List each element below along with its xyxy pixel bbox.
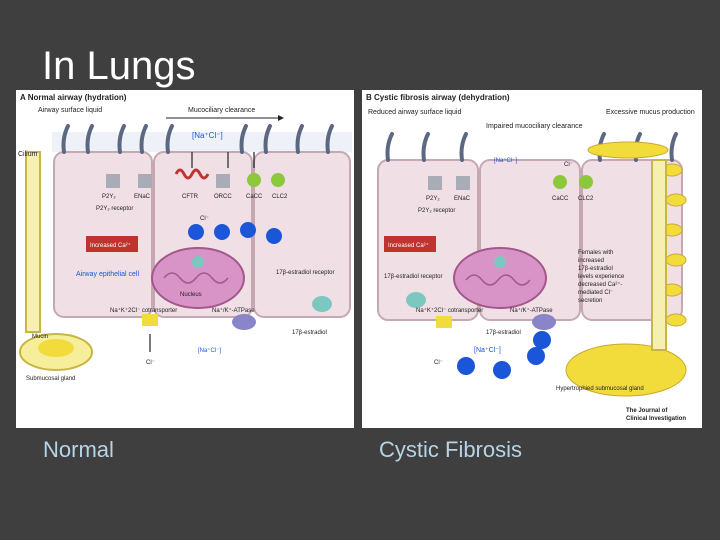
panel-cystic-fibrosis-airway: B Cystic fibrosis airway (dehydration) R… — [362, 90, 702, 428]
cf-cl-label: Cl⁻ — [564, 162, 573, 168]
cf-clc2-channel — [579, 175, 593, 189]
cacc-channel — [247, 173, 261, 187]
cotransporter-label: Na⁺K⁺2Cl⁻ cotransporter — [110, 307, 177, 314]
cf-channel-label-p2y2: P2Y₂ — [426, 196, 440, 202]
hypertrophied-gland-label: Hypertrophied submucosal gland — [556, 386, 644, 392]
cotransporter — [142, 314, 158, 326]
gland-duct — [26, 152, 40, 332]
mucociliary-clearance-label: Mucociliary clearance — [188, 107, 255, 114]
cl-label-1: Cl⁻ — [200, 216, 209, 222]
females-text-line-6: mediated Cl⁻ — [578, 290, 613, 296]
cf-increased-ca-label: Increased Ca²⁺ — [388, 242, 429, 249]
cf-receptor-in-nucleus — [494, 256, 506, 268]
receptor-in-nucleus — [192, 256, 204, 268]
cf-p2y2-channel — [428, 176, 442, 190]
cl-label-bottom: Cl⁻ — [146, 360, 155, 366]
p2y2-receptor-label: P2Y₂ receptor — [96, 206, 133, 212]
cf-channel-label-clc2: CLC2 — [578, 196, 594, 202]
panel-a-title: A Normal airway (hydration) — [20, 93, 127, 102]
caption-normal: Normal — [43, 437, 114, 463]
atpase-label: Na⁺/K⁺-ATPase — [212, 307, 255, 314]
panel-normal-airway: A Normal airway (hydration) Airway surfa… — [16, 90, 354, 428]
slide-title: In Lungs — [42, 44, 195, 89]
females-text-line-7: secretion — [578, 298, 602, 304]
estradiol-label: 17β-estradiol — [292, 330, 327, 336]
airway-figure: A Normal airway (hydration) Airway surfa… — [16, 90, 702, 428]
excessive-mucus-label: Excessive mucus production — [606, 109, 695, 116]
females-text-line-4: levels experience — [578, 274, 625, 280]
atpase-pump — [232, 314, 256, 330]
cf-p2y2-receptor-label: P2Y₂ receptor — [418, 208, 455, 214]
orcc-channel — [216, 174, 230, 188]
panel-b-title: B Cystic fibrosis airway (dehydration) — [366, 93, 510, 102]
cf-estradiol-receptor — [406, 292, 426, 308]
submucosal-gland-label: Submucosal gland — [26, 376, 75, 382]
cf-channel-label-cacc: CaCC — [552, 196, 569, 202]
cilium-label: Cilium — [18, 151, 38, 158]
caption-cystic-fibrosis: Cystic Fibrosis — [379, 437, 522, 463]
mucin-label: Mucin — [32, 334, 48, 340]
channel-label-cacc: CaCC — [246, 194, 263, 200]
cf-bottom-nacl-label: [Na⁺Cl⁻] — [474, 347, 501, 354]
journal-name-line-2: Clinical Investigation — [626, 416, 686, 422]
females-text-line-3: 17β-estradiol — [578, 266, 613, 272]
females-text-line-5: decreased Ca²⁺- — [578, 281, 623, 288]
reduced-asl-label: Reduced airway surface liquid — [368, 109, 461, 116]
channel-label-orcc: ORCC — [214, 194, 232, 200]
cf-channel-label-enac: ENaC — [454, 196, 471, 202]
cf-cotransporter-label: Na⁺K⁺2Cl⁻ cotransporter — [416, 307, 483, 314]
enac-channel — [138, 174, 152, 188]
bottom-nacl-label: [Na⁺Cl⁻] — [198, 347, 221, 354]
airway-surface-liquid-label: Airway surface liquid — [38, 107, 102, 114]
cf-estradiol-receptor-label: 17β-estradiol receptor — [384, 274, 442, 280]
cf-gland-duct — [652, 160, 666, 350]
females-text-line-2: increased — [578, 258, 604, 264]
estradiol-receptor — [312, 296, 332, 312]
p2y2-channel — [106, 174, 120, 188]
cf-atpase-pump — [532, 314, 556, 330]
cf-estradiol-label: 17β-estradiol — [486, 330, 521, 336]
channel-label-enac: ENaC — [134, 194, 151, 200]
channel-label-p2y2: P2Y₂ — [102, 194, 116, 200]
estradiol-receptor-label: 17β-estradiol receptor — [276, 270, 334, 276]
airway-epithelial-cell-label: Airway epithelial cell — [76, 271, 139, 278]
cf-cotransporter — [436, 316, 452, 328]
nacl-label: [Na⁺Cl⁻] — [192, 131, 223, 140]
cf-atpase-label: Na⁺/K⁺-ATPase — [510, 307, 553, 314]
channel-label-clc2: CLC2 — [272, 194, 288, 200]
impaired-clearance-label: Impaired mucociliary clearance — [486, 123, 583, 130]
cf-cl-bottom-label: Cl⁻ — [434, 360, 443, 366]
cf-nacl-label: [Na⁺Cl⁻] — [494, 157, 517, 164]
cell-left — [54, 152, 152, 317]
increased-ca-label: Increased Ca²⁺ — [90, 242, 131, 249]
clc2-channel — [271, 173, 285, 187]
cf-cacc-channel — [553, 175, 567, 189]
journal-name-line-1: The Journal of — [626, 408, 668, 414]
cf-enac-channel — [456, 176, 470, 190]
channel-label-cftr: CFTR — [182, 194, 199, 200]
nucleus-label: Nucleus — [180, 292, 202, 298]
females-text-line-1: Females with — [578, 250, 613, 256]
mucin-drop — [38, 339, 74, 357]
